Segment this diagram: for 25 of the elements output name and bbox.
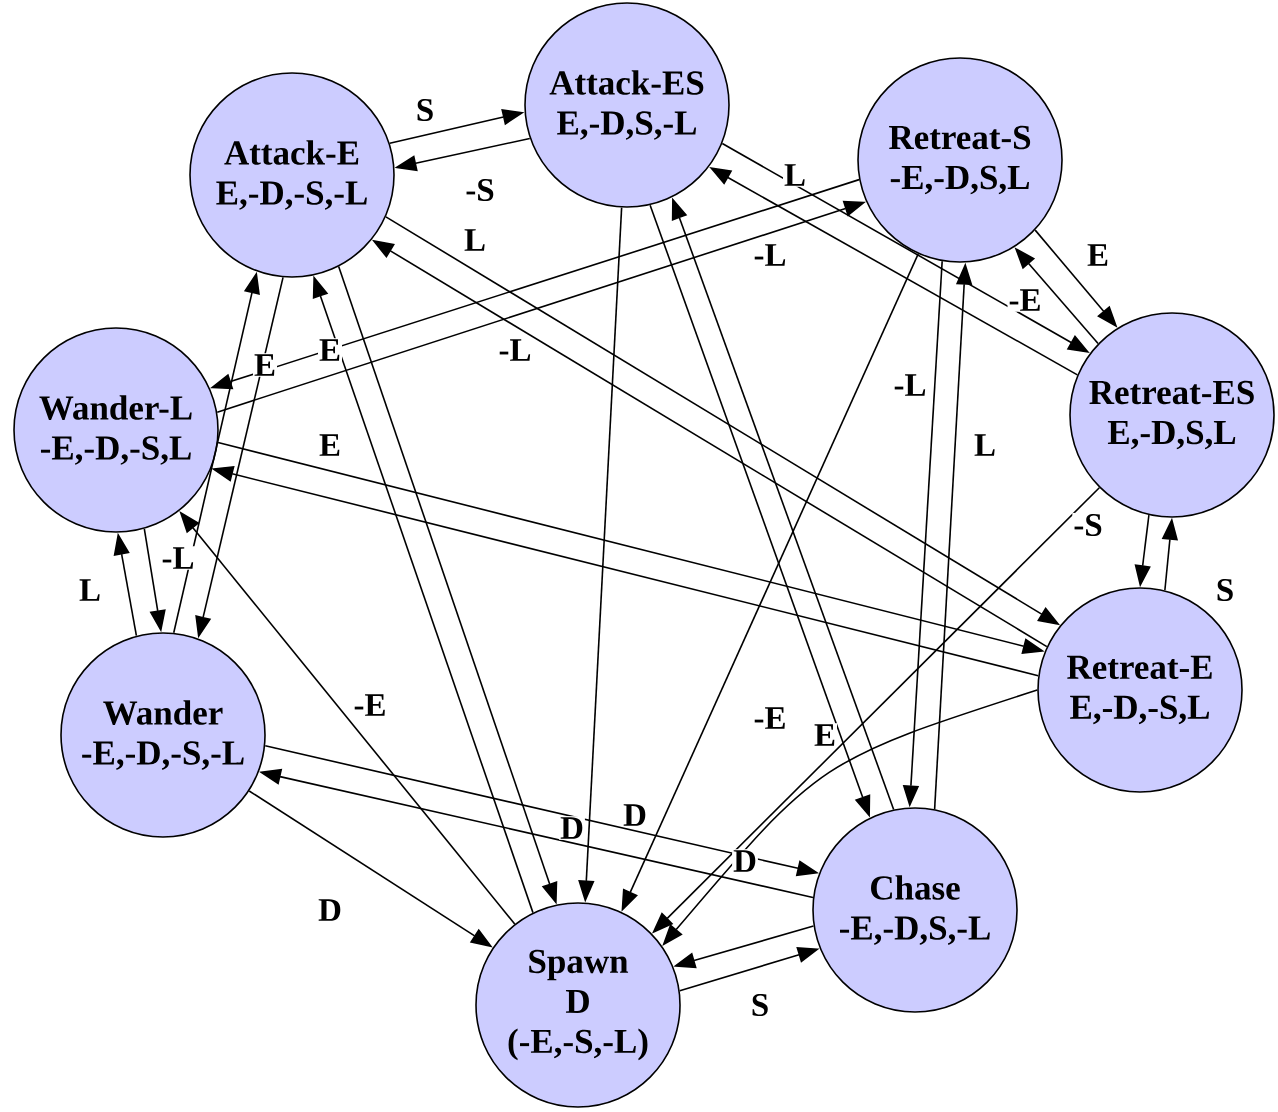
edge-label: -S	[464, 177, 496, 203]
edge-label: -S	[1072, 512, 1104, 538]
edge-label: -L	[892, 373, 928, 397]
edge-label: E	[253, 353, 277, 377]
edge-label: -L	[497, 338, 533, 362]
edge-label: -E	[352, 693, 388, 717]
edge-label: E	[318, 433, 342, 457]
edge-label: E	[318, 338, 342, 362]
edge-label: -E	[752, 706, 788, 730]
arrow	[662, 689, 1038, 946]
edge-label: D	[732, 849, 758, 873]
edge-label: S	[414, 97, 436, 123]
edge-label: L	[463, 228, 487, 252]
edge-label: D	[622, 803, 648, 827]
edge-label: L	[973, 433, 997, 457]
edge-label: E	[813, 723, 837, 747]
edge-label: D	[559, 816, 585, 840]
edge-label: L	[783, 163, 807, 187]
edge-label: -E	[1007, 288, 1043, 312]
edge-label: L	[78, 578, 102, 602]
edge-label: D	[317, 898, 343, 922]
edge-label: E	[1086, 243, 1110, 267]
edge-label: -L	[160, 546, 196, 570]
edge-label: -L	[752, 243, 788, 267]
edge-label: S	[749, 992, 771, 1018]
